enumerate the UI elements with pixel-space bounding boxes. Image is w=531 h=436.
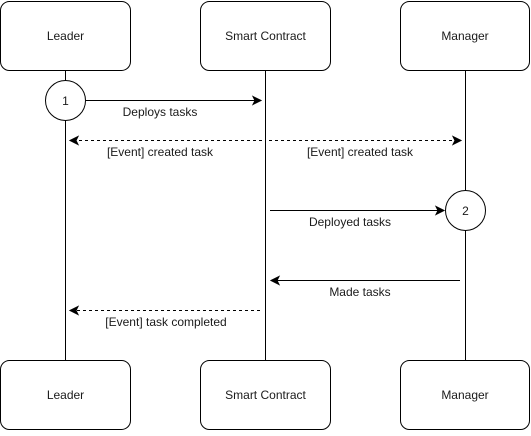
manager-box-bottom: Manager (400, 360, 530, 430)
made-tasks-arrow (269, 275, 460, 286)
manager-box-top: Manager (400, 1, 530, 71)
step-1-label: 1 (62, 94, 69, 108)
contract-label-bottom: Smart Contract (225, 388, 306, 402)
event-completed-label: [Event] task completed (105, 315, 226, 329)
event-created-arrow-right (269, 135, 463, 146)
event-completed-arrow (68, 305, 260, 316)
manager-label-top: Manager (441, 29, 488, 43)
event-created-arrow-left (68, 135, 262, 146)
deployed-tasks-label: Deployed tasks (309, 215, 391, 229)
made-tasks-label: Made tasks (329, 285, 390, 299)
event-created-label-right: [Event] created task (307, 145, 414, 159)
manager-label-bottom: Manager (441, 388, 488, 402)
contract-label-top: Smart Contract (225, 29, 306, 43)
leader-label-bottom: Leader (47, 388, 84, 402)
deployed-tasks-arrow (270, 205, 446, 216)
deploys-tasks-label: Deploys tasks (123, 105, 198, 119)
step-2-marker: 2 (445, 190, 486, 231)
contract-box-top: Smart Contract (200, 1, 331, 71)
step-2-label: 2 (462, 204, 469, 218)
leader-box-bottom: Leader (0, 360, 131, 430)
leader-label-top: Leader (47, 29, 84, 43)
step-1-marker: 1 (45, 80, 86, 121)
leader-box-top: Leader (0, 1, 131, 71)
contract-box-bottom: Smart Contract (200, 360, 331, 430)
event-created-label-left: [Event] created task (107, 145, 214, 159)
deploys-tasks-arrow (86, 95, 263, 106)
